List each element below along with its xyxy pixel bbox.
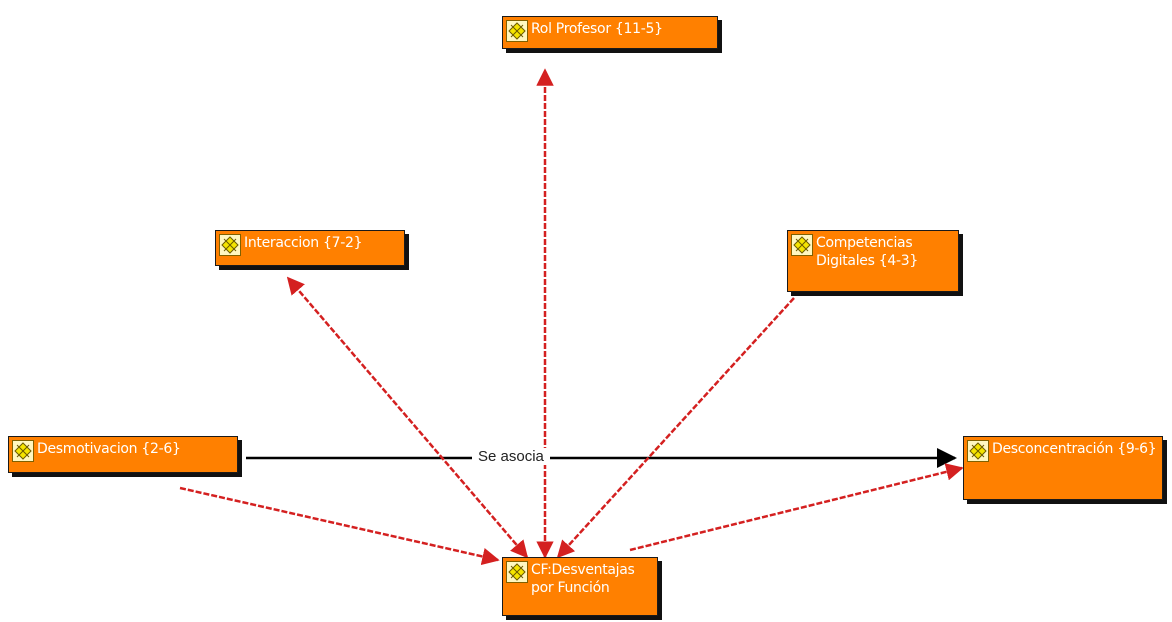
- node-cf-desventajas-por-funcion[interactable]: CF:Desventajas por Función: [502, 557, 658, 616]
- node-label: CF:Desventajas por Función: [531, 562, 635, 596]
- code-diamond-icon: [791, 234, 813, 256]
- node-competencias-digitales[interactable]: Competencias Digitales {4-3}: [787, 230, 959, 292]
- node-desmotivacion[interactable]: Desmotivacion {2-6}: [8, 436, 238, 473]
- edge-cf-desconcentracion[interactable]: [629, 463, 964, 552]
- node-desconcentracion[interactable]: Desconcentración {9-6}: [963, 436, 1163, 500]
- code-diamond-icon: [219, 234, 241, 256]
- node-label: Desconcentración {9-6}: [992, 441, 1157, 457]
- node-rol-profesor[interactable]: Rol Profesor {11-5}: [502, 16, 718, 49]
- node-label: Interaccion {7-2}: [244, 235, 363, 251]
- node-label: Rol Profesor {11-5}: [531, 21, 663, 37]
- code-diamond-icon: [506, 561, 528, 583]
- node-interaccion[interactable]: Interaccion {7-2}: [215, 230, 405, 266]
- node-label: Desmotivacion {2-6}: [37, 441, 181, 457]
- node-label: Competencias Digitales {4-3}: [816, 235, 918, 269]
- code-diamond-icon: [967, 440, 989, 462]
- edge-cf-competencias[interactable]: [556, 297, 795, 559]
- edge-label-se-asocia: Se asocia: [472, 448, 550, 465]
- code-diamond-icon: [506, 20, 528, 42]
- code-diamond-icon: [12, 440, 34, 462]
- edge-cf-interaccion[interactable]: [286, 276, 529, 559]
- edge-cf-desmotivacion[interactable]: [179, 486, 500, 566]
